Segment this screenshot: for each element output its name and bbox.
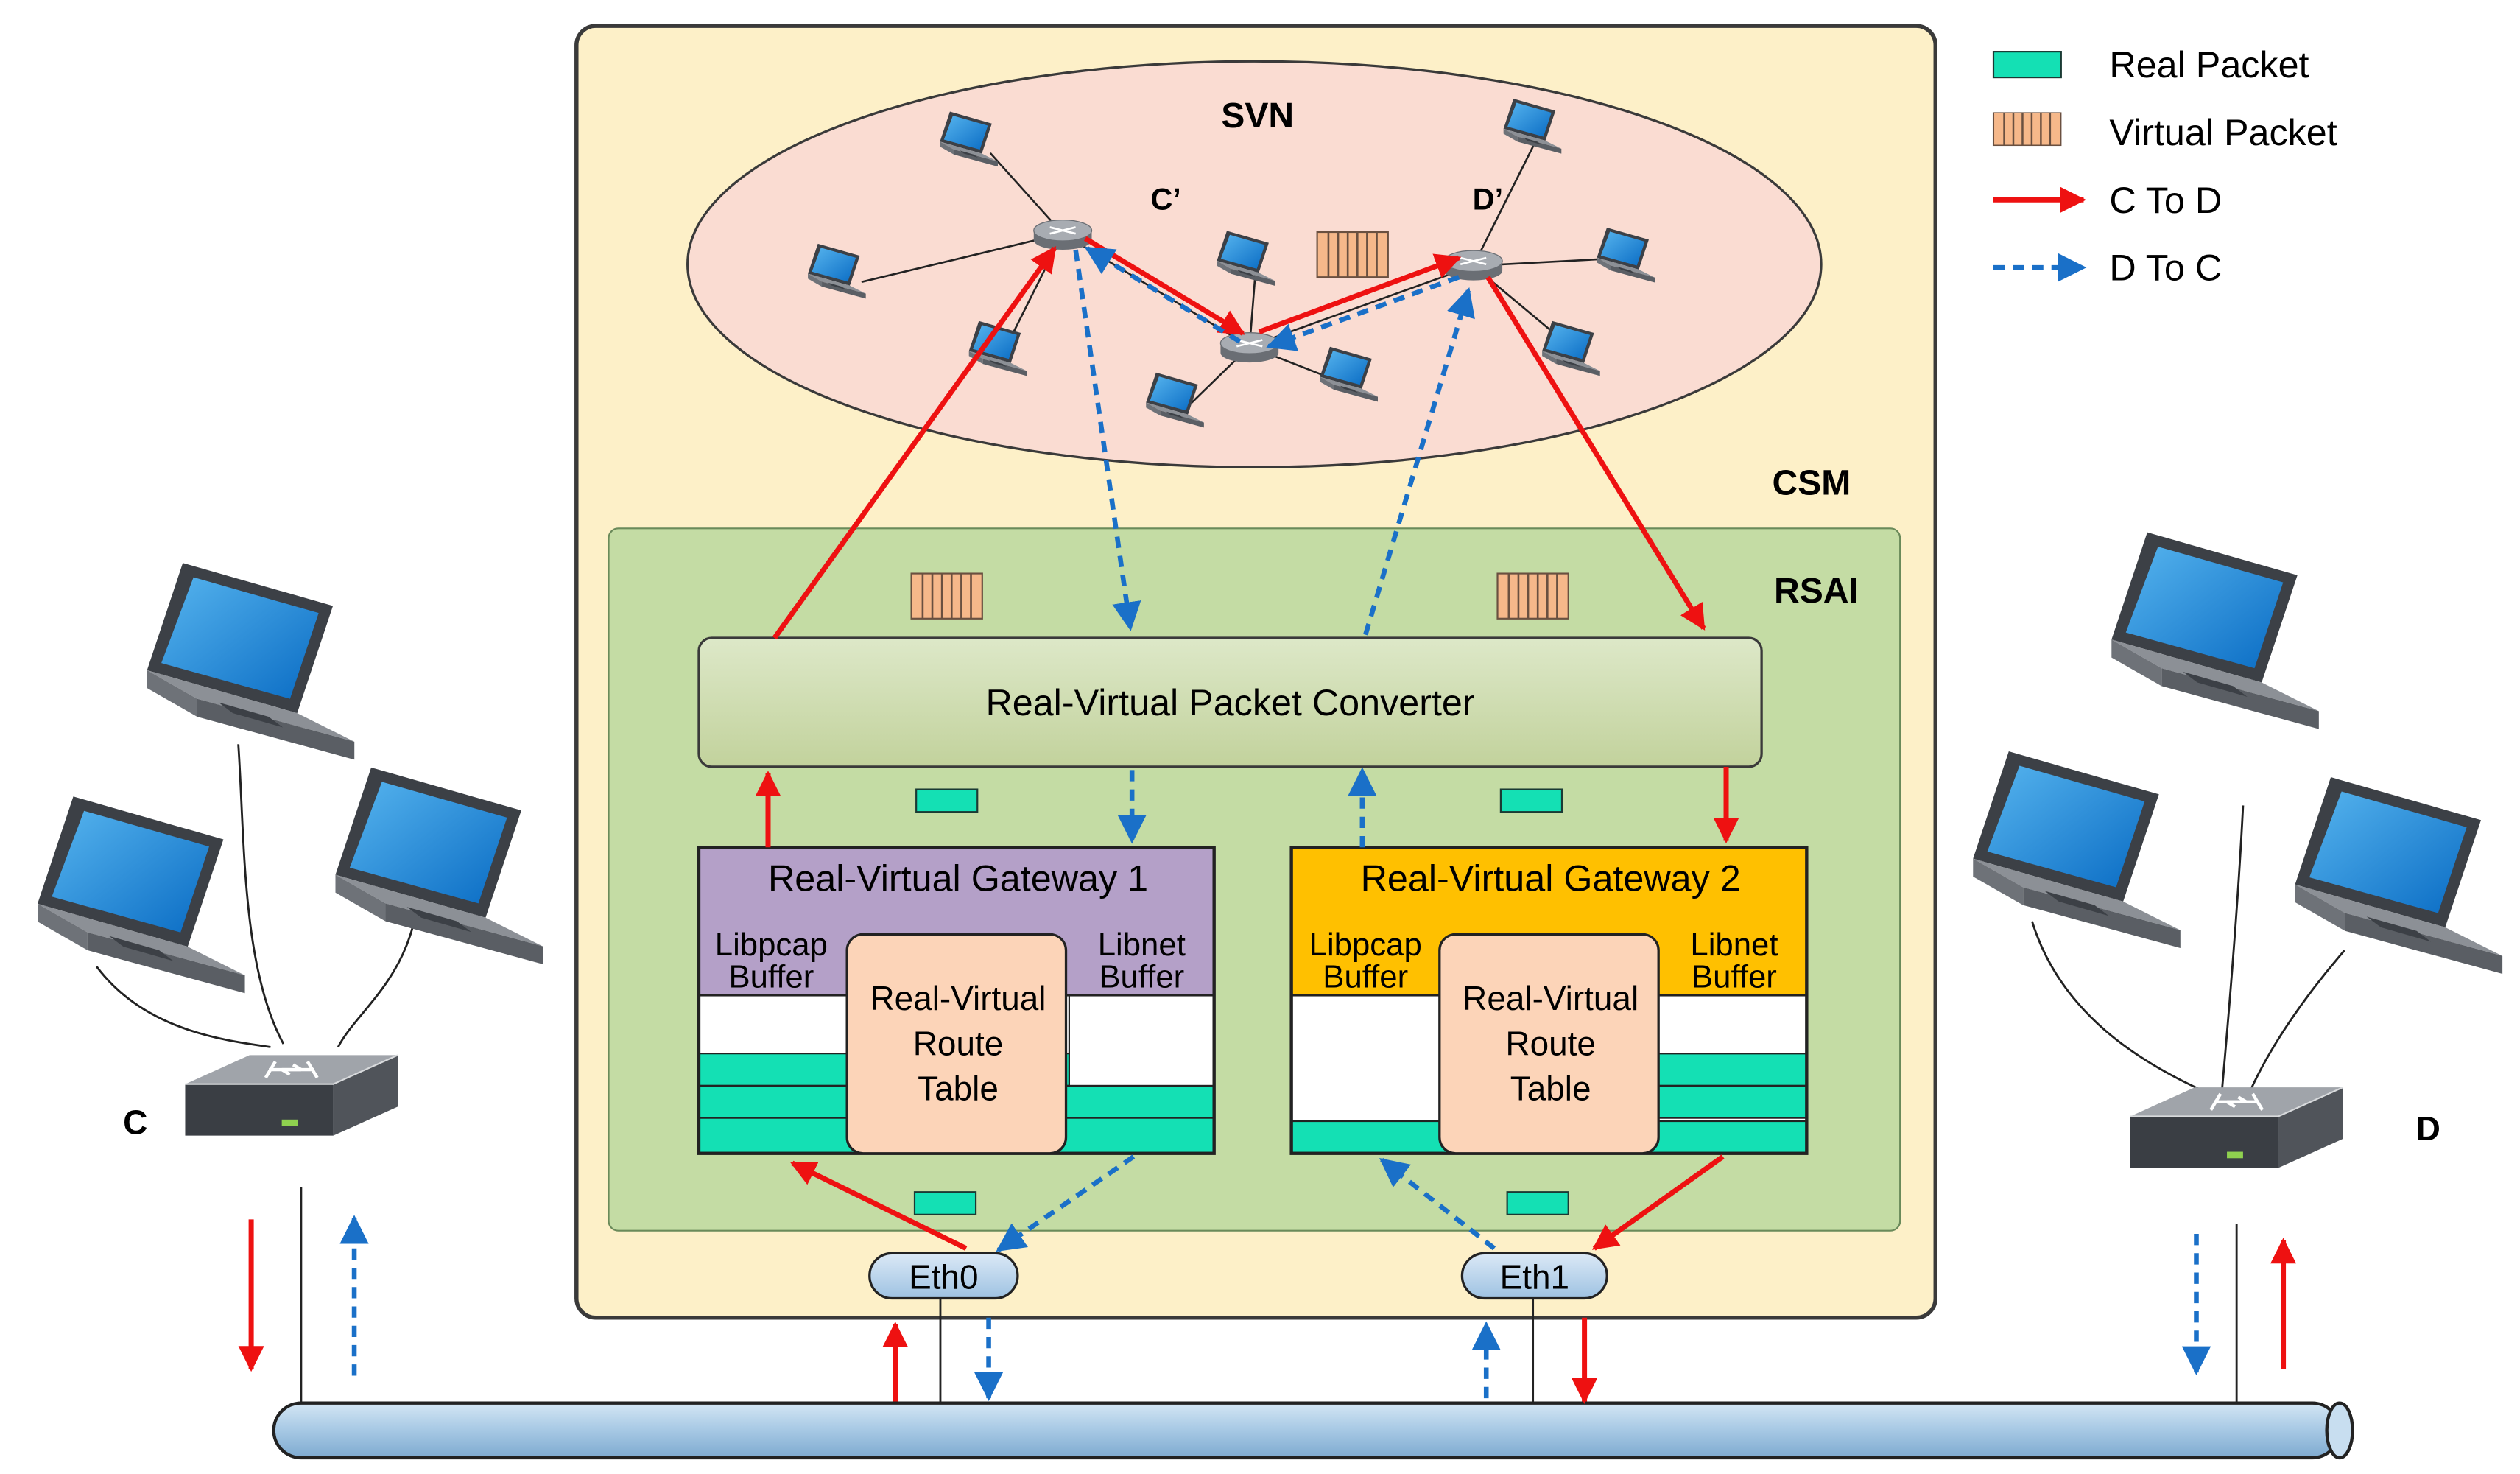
gateway-1-libnet-buffer-label: Buffer [1099, 959, 1184, 995]
gateway-1-title: Real-Virtual Gateway 1 [768, 857, 1148, 899]
route-table-2-line-2: Route [1505, 1024, 1595, 1062]
real-packet-left-icon [915, 788, 979, 813]
eth0-label: Eth0 [909, 1257, 978, 1296]
route-table-1-line-3: Table [918, 1070, 999, 1108]
legend-item-c-to-d: C To D [1993, 179, 2222, 221]
legend-label-virtual-packet: Virtual Packet [2109, 111, 2337, 153]
svn-label: SVN [1221, 96, 1294, 136]
gateway-1-libpcap-label: Libpcap [715, 927, 828, 963]
real-packet-eth1-icon [1506, 1191, 1569, 1215]
real-packet-eth0-icon [913, 1191, 977, 1215]
router-d-prime-icon [1443, 249, 1504, 281]
host-c-laptop-1-icon [147, 563, 355, 760]
legend: Real Packet Virtual Packet C To D D To C [1992, 43, 2337, 289]
gateway-2-title: Real-Virtual Gateway 2 [1361, 857, 1741, 899]
eth1-label: Eth1 [1500, 1257, 1569, 1296]
legend-label-real-packet: Real Packet [2109, 43, 2309, 85]
legend-item-virtual-packet: Virtual Packet [1992, 111, 2337, 153]
csm-label: CSM [1772, 463, 1851, 502]
drop-wires [300, 1187, 2238, 1403]
node-label-d: D [2416, 1109, 2440, 1148]
real-packet-right-icon [1499, 788, 1563, 813]
route-table-2-line-3: Table [1510, 1070, 1591, 1108]
legend-label-c-to-d: C To D [2109, 179, 2222, 221]
gateway-2-libpcap-buffer-label: Buffer [1323, 959, 1408, 995]
gateway-1: Real-Virtual Gateway 1 Libpcap Buffer Li… [697, 846, 1216, 1155]
virtual-packet-right-icon [1496, 572, 1570, 620]
eth1-interface [1460, 1252, 1608, 1300]
host-c-wires [96, 744, 417, 1048]
d-to-c-flow [339, 246, 2211, 1402]
real-packet-icon [1992, 51, 2062, 79]
real-virtual-packet-converter [697, 636, 1763, 768]
gateway-1-libnet-label: Libnet [1098, 927, 1186, 963]
legend-label-d-to-c: D To C [2109, 247, 2222, 289]
virtual-packet-svn-icon [1316, 231, 1390, 278]
switch-c-icon [185, 1055, 398, 1135]
route-table-2 [1438, 933, 1660, 1155]
route-table-1 [845, 933, 1068, 1155]
route-table-1-line-1: Real-Virtual [870, 979, 1046, 1017]
gateway-2-libpcap-label: Libpcap [1309, 927, 1422, 963]
gateway-2-libnet-buffer-label: Buffer [1692, 959, 1777, 995]
legend-item-real-packet: Real Packet [1992, 43, 2309, 85]
host-c-laptop-2-icon [37, 796, 245, 994]
host-d-laptop-1-icon [2111, 532, 2319, 729]
switch-d-icon [2130, 1087, 2343, 1168]
gateway-1-libpcap-buffer-label: Buffer [728, 959, 814, 995]
router-c-prime-icon [1032, 219, 1093, 251]
route-table-2-line-1: Real-Virtual [1463, 979, 1639, 1017]
eth0-interface [868, 1252, 1019, 1300]
host-c-laptop-3-icon [335, 767, 543, 964]
node-label-c: C [123, 1103, 147, 1141]
converter-label: Real-Virtual Packet Converter [985, 681, 1474, 723]
host-d-wires [2031, 805, 2345, 1093]
gateway-2-libnet-label: Libnet [1690, 927, 1778, 963]
legend-item-d-to-c: D To C [1993, 247, 2222, 289]
virtual-packet-left-icon [910, 572, 984, 620]
host-d-laptop-2-icon [1973, 751, 2181, 949]
node-label-d-prime: D’ [1473, 181, 1504, 216]
ethernet-bus [272, 1401, 2354, 1460]
host-d-laptop-3-icon [2295, 777, 2503, 975]
gateway-2: Real-Virtual Gateway 2 Libpcap Buffer Li… [1289, 846, 1809, 1155]
node-label-c-prime: C’ [1150, 181, 1181, 216]
virtual-packet-icon [1992, 111, 2062, 147]
rsai-label: RSAI [1774, 571, 1859, 611]
route-table-1-line-2: Route [913, 1024, 1003, 1062]
